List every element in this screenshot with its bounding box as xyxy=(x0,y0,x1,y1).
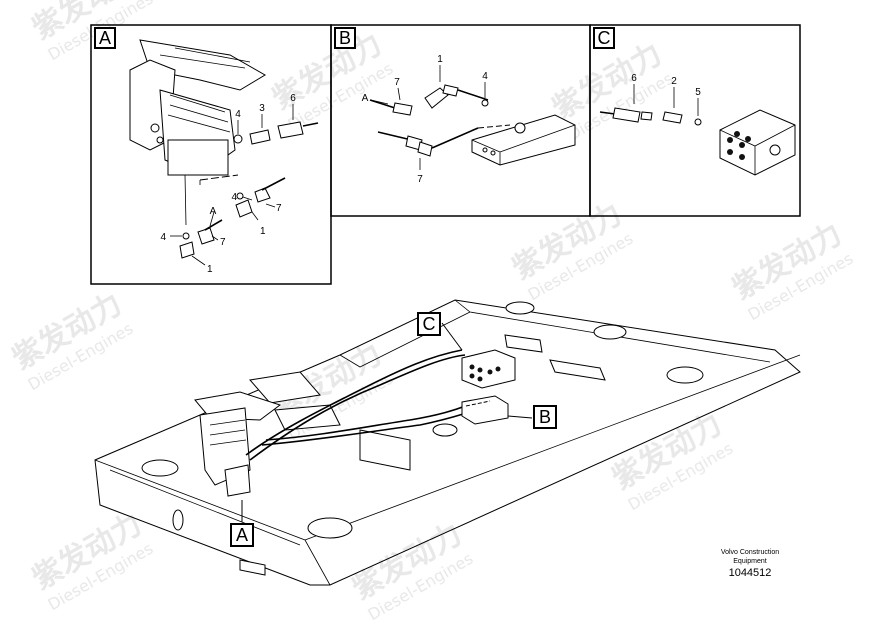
main-pedal-unit xyxy=(194,391,341,497)
detail-view-b: B 1 4 7 xyxy=(330,24,591,217)
main-callouts: C B A xyxy=(230,312,557,547)
main-frame-assembly xyxy=(94,299,801,586)
callout-3: 3 xyxy=(259,103,265,114)
callout-a-ref: A xyxy=(362,93,369,104)
valve-block-b xyxy=(471,114,576,166)
view-b-letter: B xyxy=(339,28,351,48)
callout-6: 6 xyxy=(631,73,637,84)
main-hoses xyxy=(245,349,471,461)
callout-6: 6 xyxy=(290,93,296,104)
view-a-leaders xyxy=(170,104,294,266)
callout-1: 1 xyxy=(260,226,266,237)
view-c-frame xyxy=(589,24,801,217)
callout-4: 4 xyxy=(482,71,488,82)
main-callout-b: B xyxy=(539,407,551,427)
main-callout-c-box xyxy=(417,312,441,336)
main-callout-a: A xyxy=(236,525,248,545)
callout-7: 7 xyxy=(220,237,226,248)
hoses-c xyxy=(599,107,702,126)
hoses-b xyxy=(369,84,489,157)
pedal-valve-drawing xyxy=(129,39,266,226)
callout-4: 4 xyxy=(160,232,166,243)
part-number: 1044512 xyxy=(729,567,772,579)
fittings-a xyxy=(179,121,319,259)
detail-view-a: A xyxy=(90,24,332,285)
main-valve-block-b xyxy=(461,395,509,425)
view-a-tag xyxy=(94,27,116,49)
detail-view-c: C 6 2 5 xyxy=(589,24,801,217)
view-c-leaders xyxy=(633,84,699,116)
company-name-line1: Volvo Construction xyxy=(721,549,779,556)
main-callout-b-box xyxy=(533,405,557,429)
callout-4: 4 xyxy=(235,109,241,120)
callout-2: 2 xyxy=(671,76,677,87)
valve-block-c xyxy=(719,109,796,176)
callout-7: 7 xyxy=(394,77,400,88)
view-b-leaders xyxy=(370,65,486,170)
callout-4: 4 xyxy=(231,192,237,203)
callout-5: 5 xyxy=(695,87,701,98)
footer-block: Volvo Construction Equipment 1044512 xyxy=(721,549,779,579)
callout-7: 7 xyxy=(276,203,282,214)
view-b-tag xyxy=(334,27,356,49)
company-name-line2: Equipment xyxy=(733,558,767,565)
callout-1: 1 xyxy=(437,54,443,65)
callout-1: 1 xyxy=(207,264,213,275)
main-valve-block-c xyxy=(461,349,516,389)
view-c-tag xyxy=(593,27,615,49)
view-a-letter: A xyxy=(99,28,111,48)
callout-a-ref: A xyxy=(210,206,217,217)
view-c-letter: C xyxy=(598,28,611,48)
main-callout-a-box xyxy=(230,523,254,547)
main-callout-c: C xyxy=(423,314,436,334)
callout-7: 7 xyxy=(417,174,423,185)
